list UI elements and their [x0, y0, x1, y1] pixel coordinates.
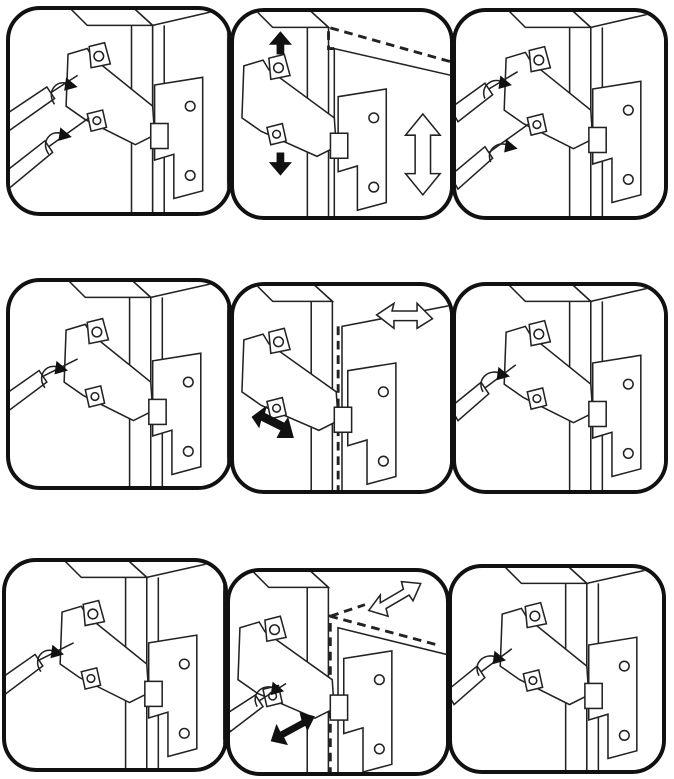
hinge-illustration: [10, 10, 228, 212]
hinge-illustration: [452, 568, 662, 770]
screwdriver-icon: [456, 124, 529, 189]
panel-height-loosen: [6, 6, 232, 216]
screwdriver-icon: [10, 118, 89, 189]
hinge-illustration: [10, 282, 228, 486]
panel-depth-tighten: [448, 564, 666, 774]
panel-side-tighten: [452, 282, 668, 494]
panel-side-move: [230, 282, 454, 494]
arrow-down-icon: [269, 152, 292, 175]
hinge-illustration: [230, 572, 446, 772]
diagonal-double-arrow-outline-icon: [369, 582, 421, 617]
hinge-illustration: [456, 12, 664, 216]
arrow-up-icon: [269, 31, 292, 54]
hinge-illustration: [234, 286, 450, 490]
hinge-illustration: [456, 286, 664, 490]
hinge-illustration: [6, 562, 224, 768]
hinge-illustration: [234, 12, 450, 216]
panel-height-tighten: [452, 8, 668, 220]
hinge-arm: [242, 54, 348, 158]
panel-height-move: [230, 8, 454, 220]
panel-depth-loosen: [2, 558, 228, 772]
panel-depth-move: [226, 568, 450, 776]
panel-side-loosen: [6, 278, 232, 490]
